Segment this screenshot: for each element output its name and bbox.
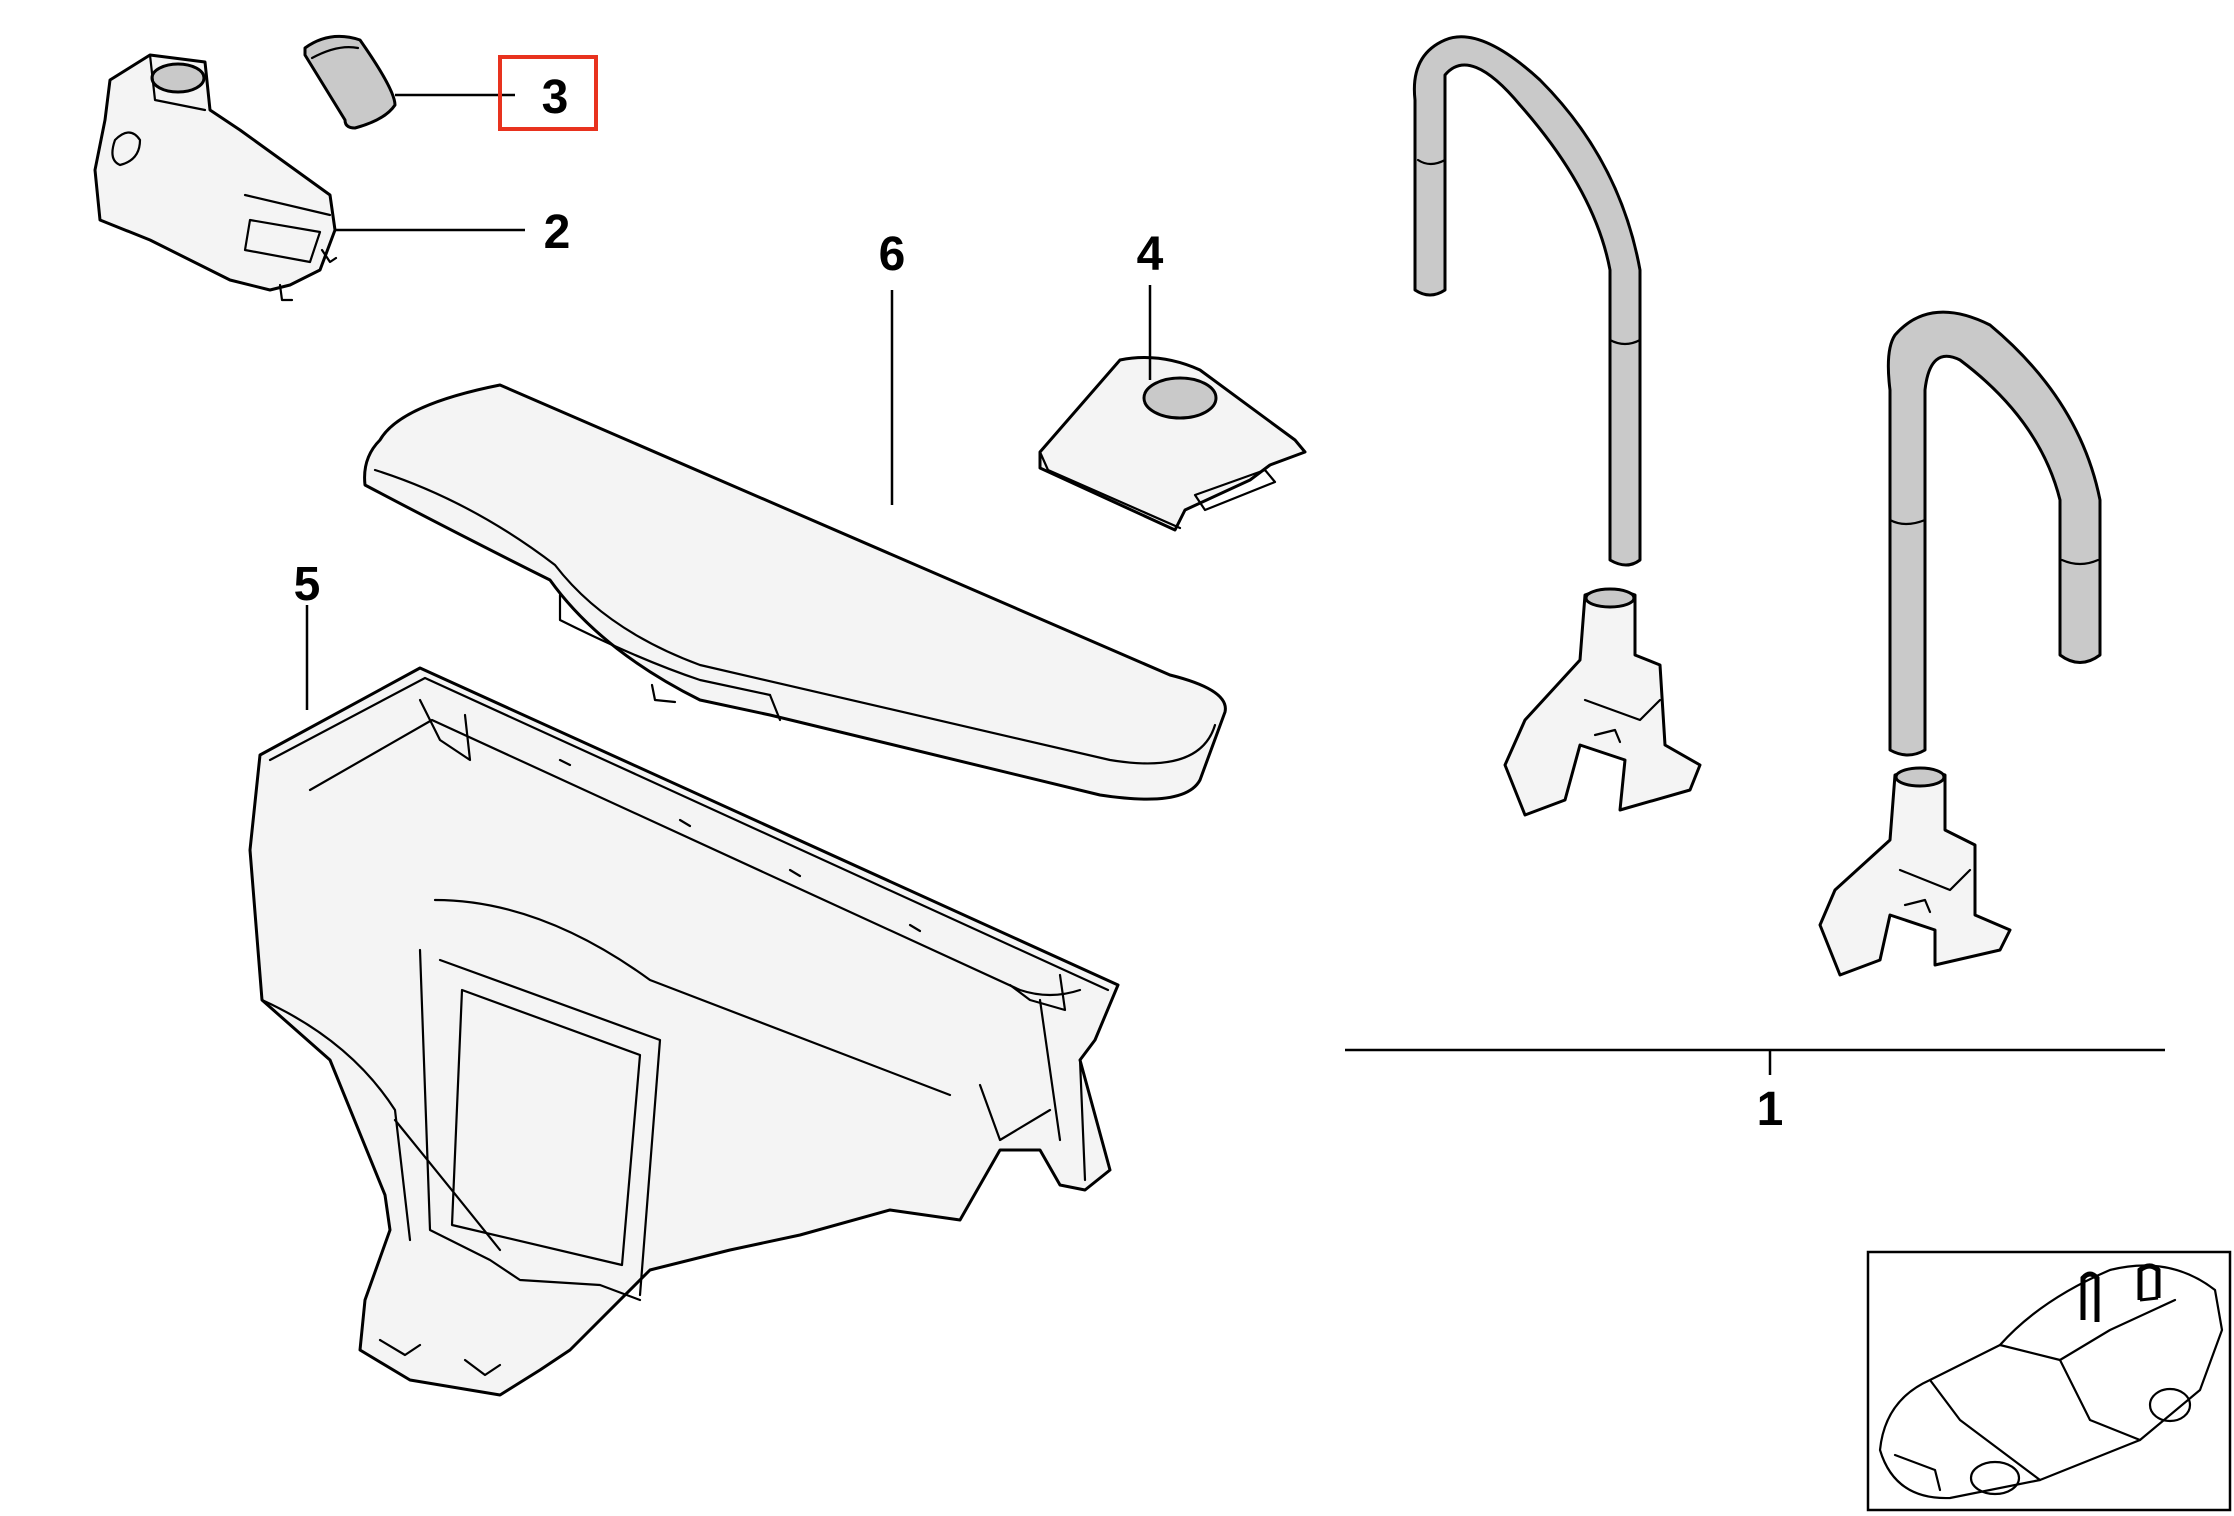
part-6-armrest-lid[interactable] — [363, 383, 1227, 801]
callout-1: 1 — [1757, 1083, 1784, 1136]
part-3-pad[interactable] — [303, 34, 397, 130]
car-location-icon — [1866, 1250, 2232, 1512]
part-1-roll-bar-left[interactable] — [1412, 35, 1702, 817]
part-1-roll-bar-right[interactable] — [1818, 310, 2102, 977]
part-5-console-base[interactable] — [248, 666, 1120, 1397]
callout-3-highlight-box — [498, 55, 598, 131]
callout-2: 2 — [544, 206, 571, 259]
callout-4: 4 — [1137, 228, 1164, 281]
callout-5: 5 — [294, 558, 321, 611]
part-4-cup-cover[interactable] — [1038, 356, 1307, 532]
callout-6: 6 — [879, 228, 906, 281]
callout-3: 3 — [542, 71, 569, 124]
part-2-end-cap[interactable] — [93, 53, 338, 302]
